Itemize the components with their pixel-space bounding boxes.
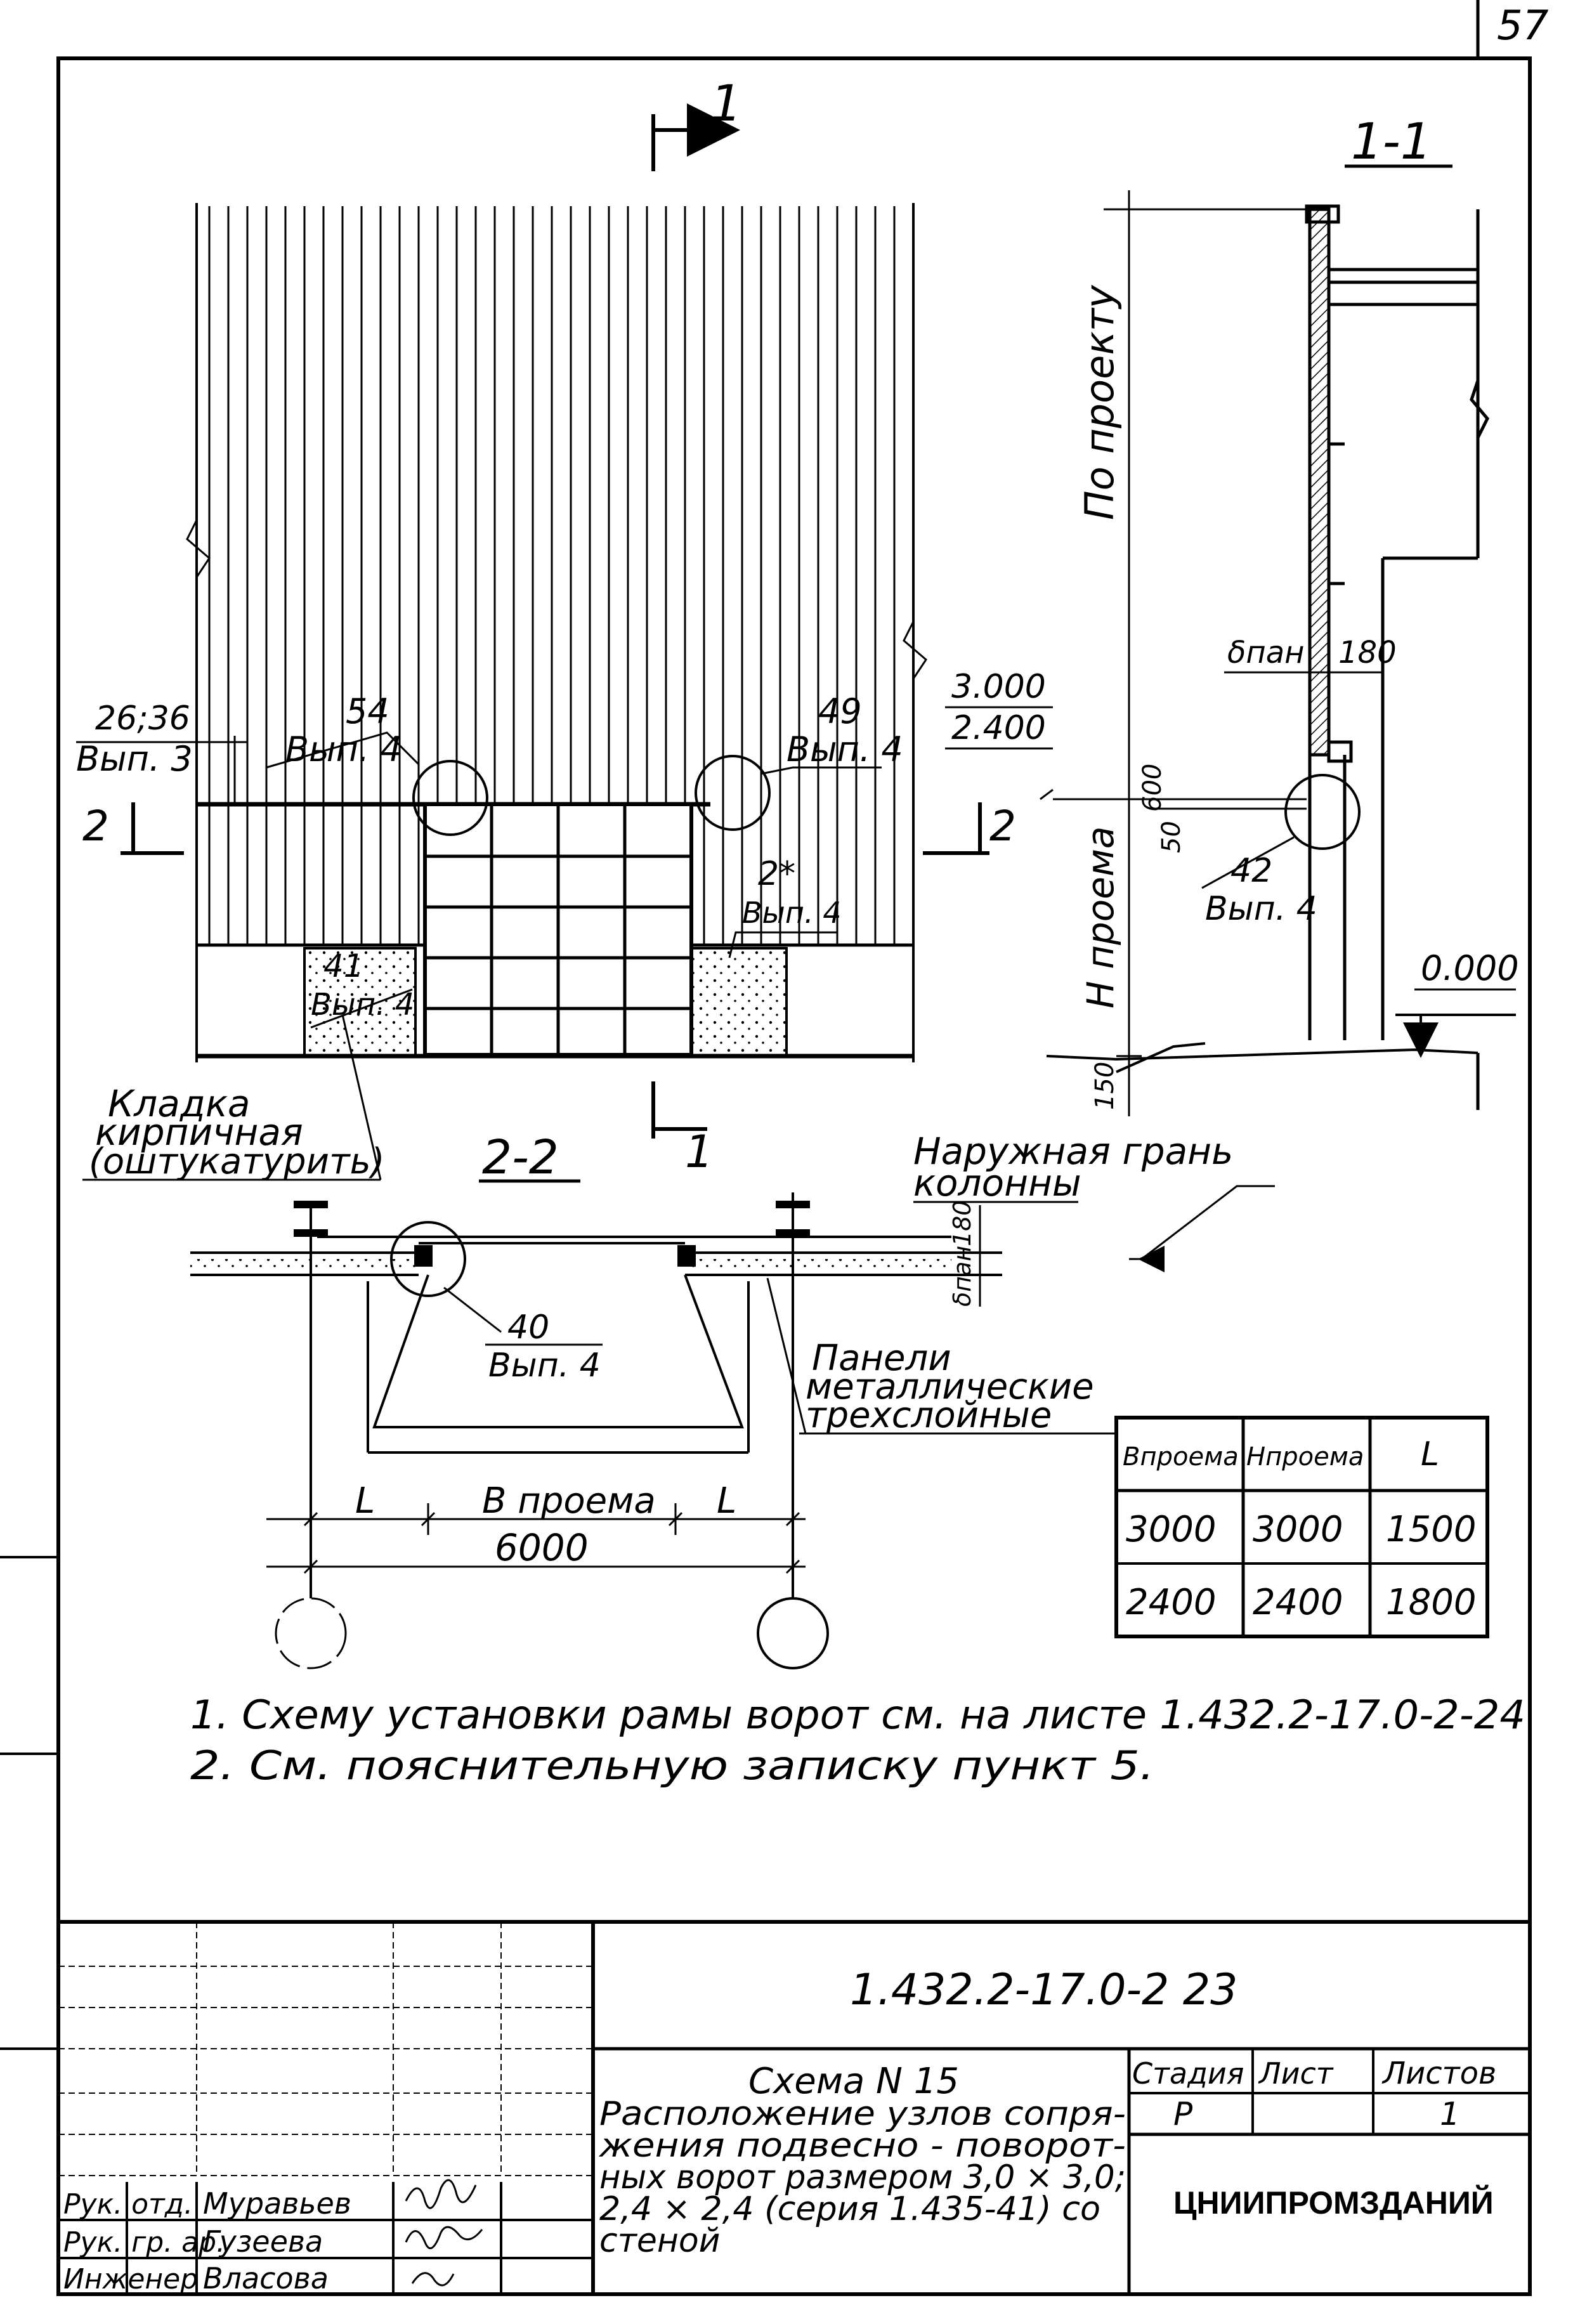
masonry-left bbox=[303, 947, 417, 1057]
section-2-2: 2-2 40 Вып. bbox=[190, 1130, 1275, 1669]
document-code: 1.432.2-17.0-2 23 bbox=[850, 1965, 1237, 2015]
column-note-line1: Наружная грань bbox=[913, 1130, 1233, 1173]
dim-180-2-2: 180 bbox=[948, 1200, 976, 1246]
sheets-header: Листов bbox=[1381, 2056, 1496, 2091]
title-block bbox=[58, 1920, 1530, 2294]
axis-circle-right bbox=[757, 1597, 829, 1669]
gate-frame bbox=[423, 802, 693, 1057]
table-cell-r2c1: 2400 bbox=[1126, 1582, 1217, 1623]
panels-note-line1: Панели bbox=[812, 1338, 951, 1379]
panel-offset: 180 bbox=[1338, 635, 1397, 670]
column-note-line2: колонны bbox=[913, 1161, 1081, 1204]
sheets-value: 1 bbox=[1440, 2096, 1460, 2132]
table-cell-r2c2: 2400 bbox=[1253, 1582, 1343, 1623]
detail-circle-42 bbox=[1284, 774, 1361, 850]
opening-height-label: Н проема bbox=[1079, 826, 1122, 1009]
title-block-text: 1.432.2-17.0-2 23 Схема N 15 Расположени… bbox=[63, 1965, 1496, 2295]
callout-49-id: 49 bbox=[818, 691, 862, 731]
wall-elevation bbox=[76, 203, 927, 1062]
left-callout-id: 26;36 bbox=[95, 700, 190, 738]
detail-circle-54 bbox=[412, 760, 488, 836]
signature-role-3: Инженер bbox=[63, 2263, 198, 2295]
panel-thickness-2-2: δпан bbox=[948, 1246, 976, 1307]
title-line-3: жения подвесно - поворот- bbox=[599, 2127, 1126, 2165]
callout-40-sheet: Вып. 4 bbox=[488, 1347, 601, 1385]
dim-opening-width: В проема bbox=[482, 1480, 656, 1522]
sheet-number: 57 bbox=[1497, 3, 1549, 49]
dim-total: 6000 bbox=[495, 1526, 589, 1569]
stage-header: Стадия bbox=[1132, 2056, 1244, 2091]
table-header-height: Нпроема bbox=[1246, 1442, 1364, 1472]
section-2-right: 2 bbox=[989, 802, 1016, 851]
detail-circle-40 bbox=[390, 1221, 466, 1297]
panels-note-line2: металлические bbox=[806, 1366, 1094, 1407]
callout-49-sheet: Вып. 4 bbox=[786, 729, 903, 769]
panel-thickness-label: δпан bbox=[1227, 635, 1305, 670]
section-1-1: 1-1 bbox=[1040, 114, 1519, 1116]
title-line-2: Расположение узлов сопря- bbox=[599, 2095, 1126, 2133]
ground-level: 0.000 bbox=[1421, 948, 1519, 988]
signature-role-1: Рук. отд. bbox=[63, 2188, 193, 2221]
section-1-1-title: 1-1 bbox=[1351, 114, 1432, 171]
detail-circle-49 bbox=[695, 755, 771, 831]
notes: 1. Схему установки рамы ворот см. на лис… bbox=[190, 1692, 1525, 1789]
sheet-frame bbox=[0, 0, 1532, 2296]
table-header-L: L bbox=[1421, 1435, 1439, 1473]
table-cell-r1c2: 3000 bbox=[1253, 1509, 1343, 1550]
callout-54-sheet: Вып. 4 bbox=[285, 729, 402, 769]
title-line-5: 2,4 × 2,4 (серия 1.435-41) со bbox=[599, 2190, 1100, 2228]
section-2-left: 2 bbox=[82, 802, 109, 851]
callout-40-id: 40 bbox=[507, 1309, 549, 1347]
note-2: 2. См. пояснительную записку пункт 5. bbox=[190, 1742, 1154, 1789]
title-line-1: Схема N 15 bbox=[748, 2061, 959, 2102]
masonry-note-line1: Кладка bbox=[108, 1082, 250, 1125]
table-cell-r1c1: 3000 bbox=[1126, 1509, 1217, 1550]
masonry-note-line2: кирпичная bbox=[95, 1111, 303, 1154]
stage-value: Р bbox=[1173, 2096, 1193, 2132]
callout-42-sheet: Вып. 4 bbox=[1205, 890, 1317, 928]
masonry-note-line3: (оштукатурить) bbox=[89, 1141, 384, 1182]
wall-corrugation bbox=[208, 206, 896, 944]
title-line-6: стеной bbox=[599, 2222, 720, 2260]
opening-table: Впроема Нпроема L 3000 3000 1500 2400 24… bbox=[1114, 1416, 1489, 1638]
left-callout-sheet: Вып. 3 bbox=[76, 739, 193, 779]
signature-name-2: Гузеева bbox=[203, 2224, 323, 2259]
callout-2star-id: 2* bbox=[758, 855, 795, 893]
organization: ЦНИИПРОМЗДАНИЙ bbox=[1173, 2184, 1494, 2221]
table-cell-r1c3: 1500 bbox=[1386, 1509, 1477, 1550]
signature-name-1: Муравьев bbox=[203, 2186, 351, 2221]
title-line-4: ных ворот размером 3,0 × 3,0; bbox=[599, 2158, 1126, 2197]
callout-54-id: 54 bbox=[346, 691, 389, 731]
section-mark-top: 1 bbox=[710, 75, 742, 133]
panels-note-line3: трехслойные bbox=[806, 1395, 1052, 1436]
callout-41-id: 41 bbox=[323, 948, 364, 984]
axis-circle-left bbox=[275, 1597, 347, 1669]
section-mark-bottom: 1 bbox=[685, 1126, 714, 1178]
callout-2star-sheet: Вып. 4 bbox=[742, 896, 841, 930]
level-bottom: 2.400 bbox=[951, 709, 1046, 747]
signature-name-3: Власова bbox=[203, 2261, 329, 2295]
elevation-labels: 1 1 2 2 54 Вып. 4 49 Вып. 4 2* Вып. 4 41… bbox=[76, 75, 1053, 1182]
dim-L-right: L bbox=[717, 1480, 736, 1522]
callout-41-sheet: Вып. 4 bbox=[311, 987, 414, 1022]
level-top: 3.000 bbox=[951, 668, 1046, 706]
dim-50: 50 bbox=[1157, 821, 1186, 853]
dim-150: 150 bbox=[1090, 1062, 1119, 1110]
section-2-2-title: 2-2 bbox=[482, 1130, 559, 1185]
height-by-project: По проекту bbox=[1076, 284, 1123, 520]
masonry-right bbox=[690, 947, 788, 1057]
table-header-width: Впроема bbox=[1123, 1442, 1239, 1472]
sheet-header: Лист bbox=[1258, 2056, 1334, 2091]
signature-scribbles bbox=[405, 2179, 483, 2287]
table-cell-r2c3: 1800 bbox=[1386, 1582, 1477, 1623]
callout-42-id: 42 bbox=[1230, 852, 1272, 890]
signature-role-2: Рук. гр. ар. bbox=[63, 2226, 225, 2259]
dim-L-left: L bbox=[355, 1480, 375, 1522]
note-1: 1. Схему установки рамы ворот см. на лис… bbox=[190, 1692, 1525, 1738]
dim-600: 600 bbox=[1138, 764, 1167, 812]
